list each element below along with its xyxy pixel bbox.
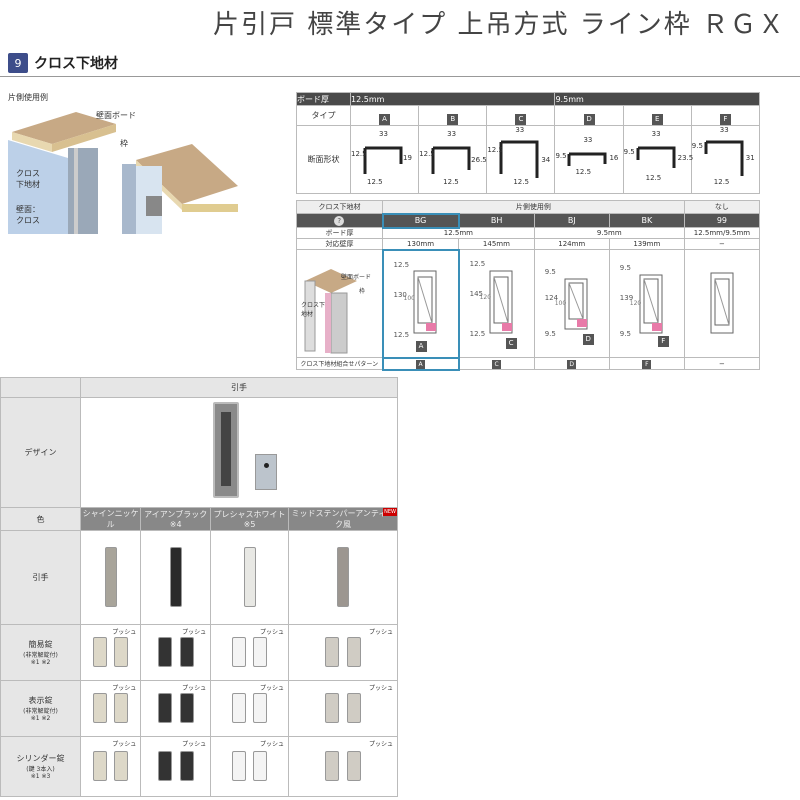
cross-board-95: 9.5mm [533,227,685,239]
color-black: アイアンブラック※4 [140,507,212,531]
divider [0,76,800,77]
row-board-label: ボード厚 [296,92,351,106]
cross-board-125: 12.5mm [382,227,535,239]
row-design: デザイン [0,397,81,508]
row-simple: 簡易錠(非常解錠付)※1 ※2 [0,624,81,681]
row-board: ボード厚 [296,227,383,239]
section-bh: 12.5 145 120 12.5 C [458,249,535,358]
question-icon: ? [296,213,383,228]
board-12-5: 12.5mm [349,92,556,106]
handle-icon [104,546,117,607]
handle-white [210,530,289,625]
lock-plate-icon [255,454,277,490]
pattern-d: D [582,334,594,345]
handle-antique [287,530,399,625]
type-f: F [719,114,731,125]
code-bk: BK [608,213,685,228]
code-99: 99 [683,213,761,228]
type-a: A [379,114,391,125]
section-number: 9 [8,53,28,73]
row-cylinder: シリンダー錠(鍵 3本入)※1 ※3 [0,736,81,797]
wall-bh: 145mm [458,238,535,250]
cross-board-both: 12.5mm/9.5mm [683,227,761,239]
section-bj: 9.5 124 100 9.5 D [533,249,610,358]
label-frame: 枠 [120,139,128,148]
shape-d: 33 9.5 16 12.5 [554,125,624,194]
section-bk: 9.5 139 120 9.5 F [608,249,685,358]
section-bg: 12.5 130 100 12.5 A [381,248,460,359]
label-wall-board: 壁面ボード [96,111,136,120]
page-title: 片引戸 標準タイプ 上吊方式 ライン枠 ＲＧＸ [212,10,786,40]
row-shape-label: 断面形状 [296,125,351,194]
type-d: D [583,114,595,125]
shape-b: 33 12.5 26.5 12.5 [418,125,488,194]
wall-bj: 124mm [533,238,610,250]
row-display: 表示錠(非常解錠付)※1 ※2 [0,680,81,737]
label-wall-cross: 壁面：クロス [16,205,40,225]
wall-bg: 130mm [381,238,460,250]
cross-diagram: 壁面ボード 枠 クロス下地材 [296,249,383,358]
example-heading: 片側使用例 [8,93,48,102]
handle-black [140,530,212,625]
shape-f: 33 9.5 31 12.5 [690,125,761,194]
design-image [80,397,398,508]
pattern-a: A [415,340,427,352]
row-color: 色 [0,507,81,531]
color-white: プレシャスホワイト※5 [210,507,289,531]
row-wall: 対応壁厚 [296,238,383,250]
section-99 [683,249,761,358]
handle-table: 引手 デザイン 色 シャインニッケル アイアンブラック※4 プレシャスホワイト※… [0,377,399,797]
board-type-table: ボード厚 12.5mm 9.5mm タイプ A B C D E F 断面形状 3… [296,92,761,194]
handle-header: 引手 [80,377,398,398]
board-9-5: 9.5mm [554,92,760,106]
shape-a: 33 12.5 19 12.5 [349,125,420,194]
type-b: B [447,114,459,125]
handle-icon [243,546,256,607]
wall-bk: 139mm [608,238,685,250]
shape-c: 33 12.5 34 12.5 [486,125,556,194]
cross-header: クロス下地材 [296,200,383,214]
type-e: E [651,114,663,125]
cross-sub-one: 片側使用例 [382,200,685,214]
handle-icon [169,546,182,607]
section-header: 9 クロス下地材 [8,52,118,74]
pattern-c: C [505,338,517,349]
shape-e: 33 9.5 23.5 12.5 [622,125,693,194]
row-pattern: クロス下地材組合せパターン [296,357,383,370]
section-label: クロス下地材 [34,56,118,72]
new-badge: NEW [383,508,397,516]
cross-sub-none: なし [683,200,761,214]
example-illustration [8,112,238,234]
wall-99: − [683,238,761,250]
code-bg: BG [381,212,460,229]
cross-base-table: クロス下地材 片側使用例 なし ? BG BH BJ BK 99 ボード厚 12… [296,200,761,371]
row-type-label: タイプ [296,105,351,126]
handle-nickel [79,530,142,625]
pattern-f: F [657,336,669,347]
handle-large-icon [213,402,239,498]
row-handle: 引手 [0,530,81,625]
type-c: C [515,114,527,125]
label-cross-base: クロス下地材 [16,169,40,189]
color-nickel: シャインニッケル [79,507,142,531]
handle-icon [336,546,349,607]
code-bh: BH [458,213,535,228]
code-bj: BJ [533,213,610,228]
